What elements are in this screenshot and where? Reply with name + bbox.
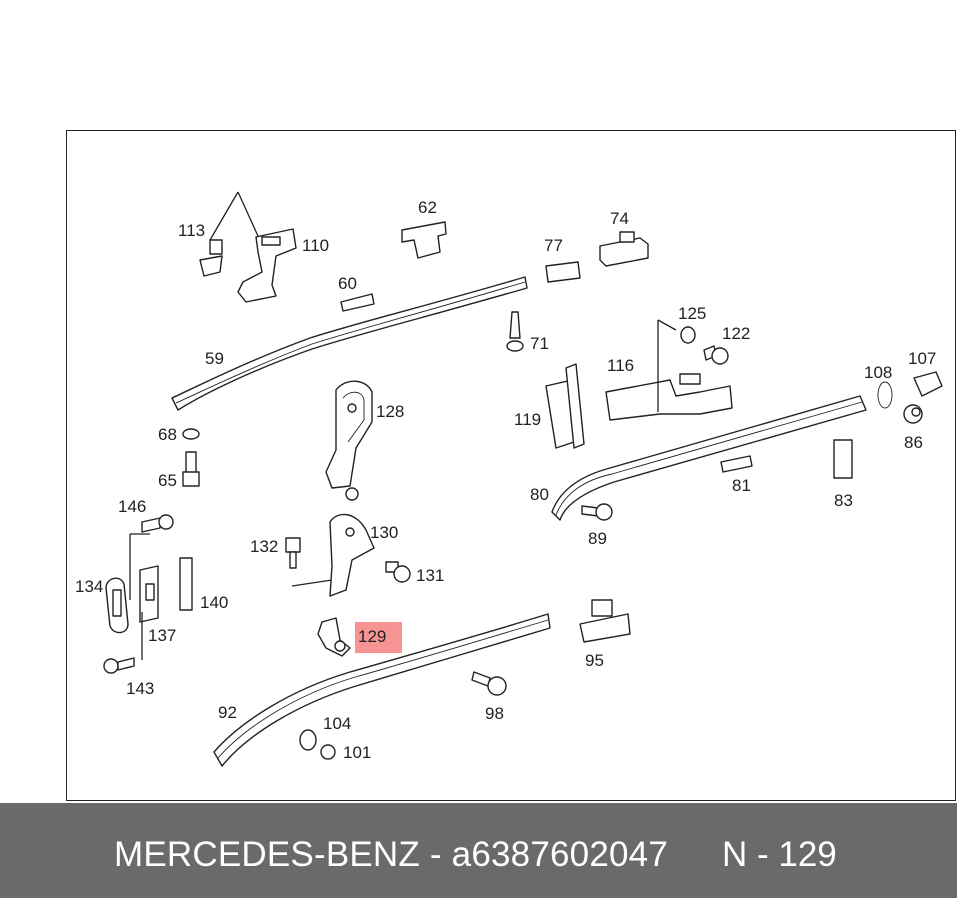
part-68-washer[interactable]	[182, 428, 200, 440]
part-83[interactable]	[833, 439, 853, 479]
label-86: 86	[904, 433, 923, 452]
part-59-upper-rail[interactable]	[171, 276, 528, 411]
part-74[interactable]	[599, 231, 649, 267]
label-89: 89	[588, 529, 607, 548]
part-107-knob[interactable]	[913, 371, 943, 397]
part-128-hinge[interactable]	[325, 380, 373, 501]
highlighted-part-marker[interactable]	[355, 622, 402, 653]
label-131: 131	[416, 566, 444, 585]
label-77: 77	[544, 236, 563, 255]
label-98: 98	[485, 704, 504, 723]
label-68: 68	[158, 425, 177, 444]
part-60[interactable]	[340, 293, 375, 312]
part-77[interactable]	[545, 261, 581, 283]
label-92: 92	[218, 703, 237, 722]
part-108-ring[interactable]	[877, 381, 893, 409]
label-140: 140	[200, 593, 228, 612]
part-62[interactable]	[401, 221, 447, 259]
label-143: 143	[126, 679, 154, 698]
label-129: 129	[358, 627, 386, 646]
label-110: 110	[302, 236, 329, 255]
part-65-bolt[interactable]	[182, 451, 200, 487]
part-132-bolt[interactable]	[285, 537, 333, 587]
part-129-roller[interactable]	[317, 617, 351, 657]
footer-part-number: MERCEDES-BENZ - a6387602047	[114, 835, 668, 874]
label-116: 116	[607, 356, 634, 375]
part-89-bolt[interactable]	[581, 503, 613, 521]
part-113-bolt[interactable]	[199, 239, 223, 277]
label-125: 125	[678, 304, 706, 323]
label-130: 130	[370, 523, 398, 542]
label-80: 80	[530, 485, 549, 504]
label-137: 137	[148, 626, 176, 645]
part-80-rail[interactable]	[551, 395, 867, 521]
part-98-bolt[interactable]	[471, 671, 507, 696]
label-74: 74	[610, 209, 629, 228]
part-143-bolt[interactable]	[103, 657, 135, 674]
label-132: 132	[250, 537, 278, 556]
label-134: 134	[75, 577, 103, 596]
label-107: 107	[908, 349, 936, 368]
label-122: 122	[722, 324, 750, 343]
label-62: 62	[418, 198, 437, 217]
part-130-hinge[interactable]	[329, 513, 375, 597]
footer-position-number: N - 129	[722, 835, 837, 874]
label-60: 60	[338, 274, 357, 293]
part-110-bracket[interactable]	[209, 191, 297, 303]
part-131-bolt[interactable]	[385, 561, 411, 583]
part-86-nut[interactable]	[903, 404, 923, 424]
part-122-bolt[interactable]	[703, 345, 729, 365]
label-83: 83	[834, 491, 853, 510]
footer-bar: MERCEDES-BENZ - a6387602047 N - 129	[0, 803, 957, 898]
part-71-screw[interactable]	[506, 311, 524, 352]
label-101: 101	[343, 743, 371, 762]
part-140[interactable]	[179, 557, 193, 611]
part-119[interactable]	[545, 363, 585, 449]
part-116-hinge[interactable]	[605, 319, 733, 421]
part-146-bolt[interactable]	[129, 514, 174, 600]
part-95[interactable]	[579, 599, 631, 643]
label-108: 108	[864, 363, 892, 382]
label-128: 128	[376, 402, 404, 421]
part-101-nut[interactable]	[320, 744, 336, 760]
label-65: 65	[158, 471, 177, 490]
label-119: 119	[514, 410, 541, 429]
part-137[interactable]	[139, 565, 159, 660]
label-95: 95	[585, 651, 604, 670]
label-146: 146	[118, 497, 146, 516]
label-71: 71	[530, 334, 549, 353]
part-92-lower-rail[interactable]	[213, 613, 551, 767]
label-81: 81	[732, 476, 751, 495]
part-104-washer[interactable]	[299, 729, 317, 751]
part-125-washer[interactable]	[680, 326, 696, 344]
part-81[interactable]	[720, 455, 753, 473]
label-113: 113	[178, 221, 205, 240]
label-104: 104	[323, 714, 351, 733]
part-134-plate[interactable]	[105, 577, 129, 634]
label-59: 59	[205, 349, 224, 368]
